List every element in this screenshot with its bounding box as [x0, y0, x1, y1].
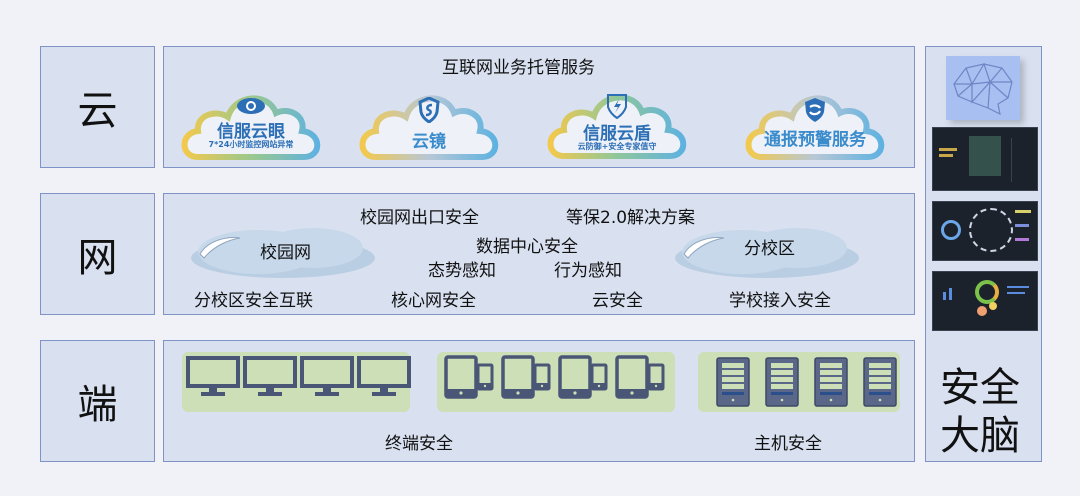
- monitor-icon: [243, 356, 297, 402]
- layer-label-endpoint: 端: [40, 340, 155, 462]
- dashboard-screenshot-stats: [932, 271, 1038, 331]
- cloud-security: 云安全: [592, 291, 643, 311]
- branch-cloud-icon: [675, 228, 859, 278]
- tablet-phone-icon: [444, 355, 494, 405]
- layer-label-cloud: 云: [40, 46, 155, 168]
- tablet-phone-icon: [558, 355, 608, 405]
- campus-cloud-icon: [191, 228, 375, 278]
- core-network-security: 核心网安全: [391, 291, 476, 311]
- service-card-alert: 通报预警服务: [740, 83, 890, 165]
- host-security-label: 主机安全: [754, 434, 822, 454]
- branch-interconnect: 分校区安全互联: [194, 291, 313, 311]
- brain-label-line1: 安全: [940, 365, 1020, 411]
- service-name: 通报预警服务: [764, 130, 866, 150]
- service-name: 信服云眼: [217, 122, 285, 142]
- cloud-layer-panel: 互联网业务托管服务 信服云眼 7*24小时监控网站异常 云镜: [163, 46, 915, 168]
- tablet-phone-icon: [501, 355, 551, 405]
- layer-label-endpoint-text: 端: [77, 382, 118, 428]
- service-card-cloud-shield: 信服云盾 云防御+安全专家值守: [542, 81, 692, 163]
- service-card-cloud-eye: 信服云眼 7*24小时监控网站异常: [176, 83, 326, 165]
- mlps-solution: 等保2.0解决方案: [566, 208, 696, 228]
- situation-awareness: 态势感知: [428, 261, 496, 281]
- campus-exit-security: 校园网出口安全: [360, 208, 479, 228]
- server-icon: [863, 357, 897, 411]
- dashboard-screenshot-map: [932, 127, 1038, 191]
- shield-badge-icon: [805, 98, 825, 122]
- service-subtitle: 云防御+安全专家值守: [577, 142, 657, 151]
- service-card-yunjing: 云镜: [354, 83, 504, 165]
- layer-label-cloud-text: 云: [77, 88, 118, 134]
- school-access-security: 学校接入安全: [729, 291, 831, 311]
- monitor-icon: [186, 356, 240, 402]
- service-name: 信服云盾: [583, 124, 651, 144]
- layer-label-network: 网: [40, 193, 155, 315]
- cloud-layer-title: 互联网业务托管服务: [442, 58, 595, 78]
- behavior-awareness: 行为感知: [554, 261, 622, 281]
- monitor-icon: [357, 356, 411, 402]
- brain-label-line2: 大脑: [940, 413, 1020, 459]
- tablet-phone-icon: [615, 355, 665, 405]
- monitor-icon: [300, 356, 354, 402]
- cloud-outline-icon: [359, 95, 499, 160]
- endpoint-layer-panel: 终端安全 主机安全: [163, 340, 915, 462]
- server-icon: [765, 357, 799, 411]
- server-icon: [716, 357, 750, 411]
- layer-label-network-text: 网: [77, 235, 118, 281]
- branch-campus-label: 分校区: [744, 239, 795, 259]
- server-icon: [814, 357, 848, 411]
- dashboard-screenshot-radial: [932, 201, 1038, 261]
- brain-polygon-icon: [953, 62, 1013, 116]
- datacenter-security: 数据中心安全: [476, 237, 578, 257]
- security-brain-panel: 安全 大脑: [925, 46, 1042, 462]
- eye-icon: [237, 98, 265, 114]
- service-name: 云镜: [412, 132, 446, 152]
- brain-image: [946, 56, 1020, 120]
- terminal-security-label: 终端安全: [385, 434, 453, 454]
- shield-s-icon: [418, 97, 440, 123]
- service-subtitle: 7*24小时监控网站异常: [208, 140, 294, 149]
- cloud-outline-icon: [745, 95, 885, 160]
- cloud-outline-icon: [547, 94, 687, 159]
- shield-bolt-icon: [607, 94, 627, 119]
- network-layer-panel: 校园网 分校区 校园网出口安全 等保2.0解决方案 数据中心安全 态势感知 行为…: [163, 193, 915, 315]
- campus-network-label: 校园网: [260, 243, 311, 263]
